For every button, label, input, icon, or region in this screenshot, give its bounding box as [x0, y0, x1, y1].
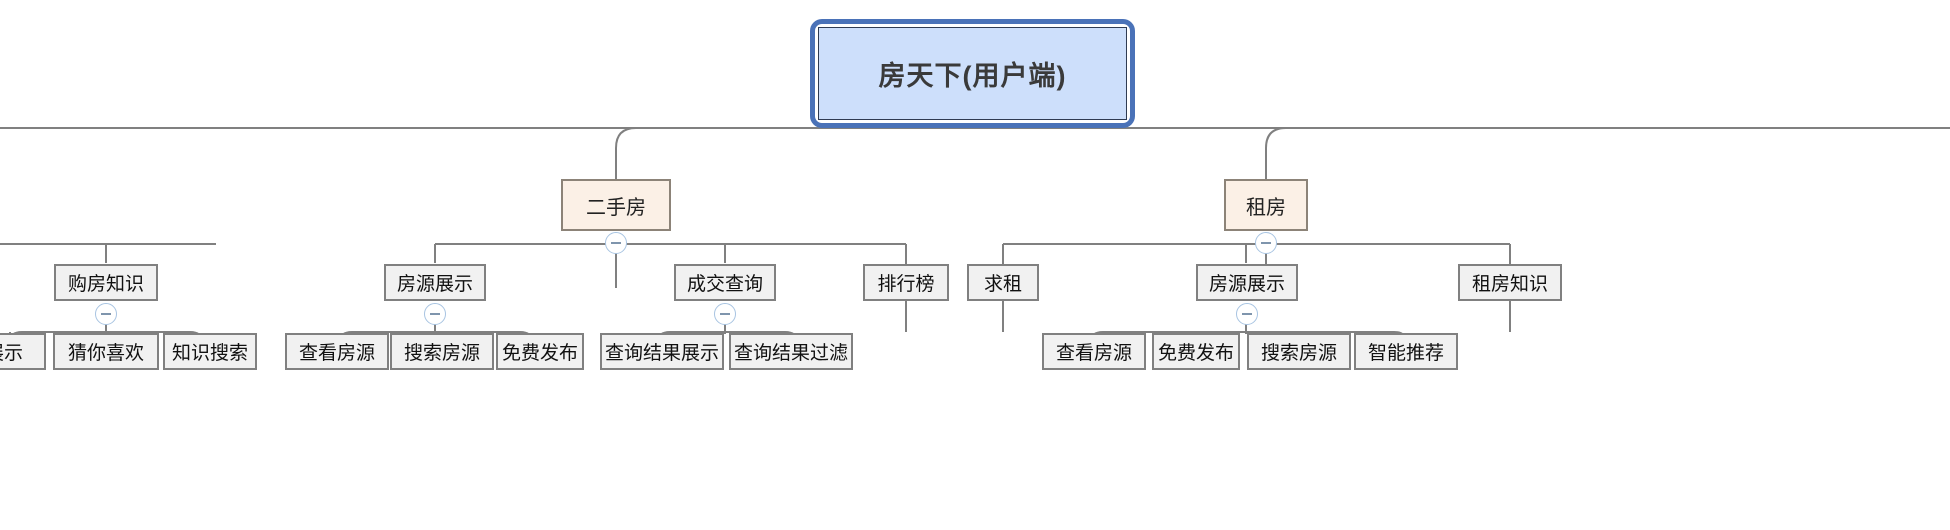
- node-label: 展示: [0, 343, 23, 364]
- leaf-node-chakanfangyuan-ershoufang[interactable]: 查看房源: [285, 333, 389, 370]
- leaf-node-sousuofangyuan-zufang[interactable]: 搜索房源: [1247, 333, 1351, 370]
- minus-icon: [1242, 313, 1252, 315]
- collapse-toggle-goufangzhishi[interactable]: [95, 303, 117, 325]
- collapse-toggle-chengjiaochaxun[interactable]: [714, 303, 736, 325]
- leaf-node-zhinengtuijian[interactable]: 智能推荐: [1354, 333, 1458, 370]
- leaf-node-chakanfangyuan-zufang[interactable]: 查看房源: [1042, 333, 1146, 370]
- node-label: 查询结果过滤: [733, 343, 848, 364]
- minus-icon: [1261, 242, 1271, 244]
- node-label: 查询结果展示: [604, 343, 719, 364]
- branch-label: 租房: [1246, 196, 1286, 219]
- node-label: 查看房源: [1055, 343, 1132, 364]
- node-label: 成交查询: [686, 274, 763, 295]
- branch-node-ershoufang[interactable]: 二手房: [561, 179, 671, 231]
- node-label: 房源展示: [396, 274, 473, 295]
- node-label: 免费发布: [501, 343, 578, 364]
- root-node[interactable]: 房天下(用户端): [818, 27, 1127, 120]
- leaf-node-zhanshi-clipped[interactable]: 展示: [0, 333, 46, 370]
- minus-icon: [611, 242, 621, 244]
- leaf-node-chaxunjieguozhanshi[interactable]: 查询结果展示: [600, 333, 724, 370]
- node-label: 房源展示: [1208, 274, 1285, 295]
- root-node-label: 房天下(用户端): [878, 61, 1067, 91]
- node-label: 求租: [983, 274, 1022, 295]
- node-label: 购房知识: [67, 274, 144, 295]
- minus-icon: [720, 313, 730, 315]
- leaf-node-mianfeifabu-zufang[interactable]: 免费发布: [1152, 333, 1240, 370]
- leaf-node-sousuofangyuan-ershoufang[interactable]: 搜索房源: [390, 333, 494, 370]
- node-label: 猜你喜欢: [67, 343, 144, 364]
- minus-icon: [101, 313, 111, 315]
- leaf-node-chaxunjieguoguolv[interactable]: 查询结果过滤: [729, 333, 853, 370]
- collapse-toggle-zufang[interactable]: [1255, 232, 1277, 254]
- node-label: 查看房源: [298, 343, 375, 364]
- node-goufangzhishi[interactable]: 购房知识: [54, 264, 158, 301]
- minus-icon: [430, 313, 440, 315]
- branch-node-zufang[interactable]: 租房: [1224, 179, 1308, 231]
- node-label: 智能推荐: [1367, 343, 1444, 364]
- node-fangyuanzhanshi-zufang[interactable]: 房源展示: [1196, 264, 1298, 301]
- branch-label: 二手房: [586, 196, 646, 219]
- collapse-toggle-fangyuanzhanshi-zufang[interactable]: [1236, 303, 1258, 325]
- node-label: 排行榜: [877, 274, 935, 295]
- node-label: 知识搜索: [171, 343, 248, 364]
- node-label: 租房知识: [1471, 274, 1548, 295]
- collapse-toggle-ershoufang[interactable]: [605, 232, 627, 254]
- node-label: 搜索房源: [1260, 343, 1337, 364]
- node-label: 免费发布: [1157, 343, 1234, 364]
- leaf-node-mianfeifabu-ershoufang[interactable]: 免费发布: [496, 333, 584, 370]
- leaf-node-zhishisousuo[interactable]: 知识搜索: [163, 333, 257, 370]
- node-label: 搜索房源: [403, 343, 480, 364]
- node-qiuzu[interactable]: 求租: [967, 264, 1039, 301]
- node-paihangbang[interactable]: 排行榜: [863, 264, 949, 301]
- node-chengjiaochaxun[interactable]: 成交查询: [674, 264, 776, 301]
- collapse-toggle-fangyuanzhanshi-ershoufang[interactable]: [424, 303, 446, 325]
- leaf-node-cainixihuan[interactable]: 猜你喜欢: [53, 333, 159, 370]
- node-fangyuanzhanshi-ershoufang[interactable]: 房源展示: [384, 264, 486, 301]
- node-zufangzhishi[interactable]: 租房知识: [1458, 264, 1562, 301]
